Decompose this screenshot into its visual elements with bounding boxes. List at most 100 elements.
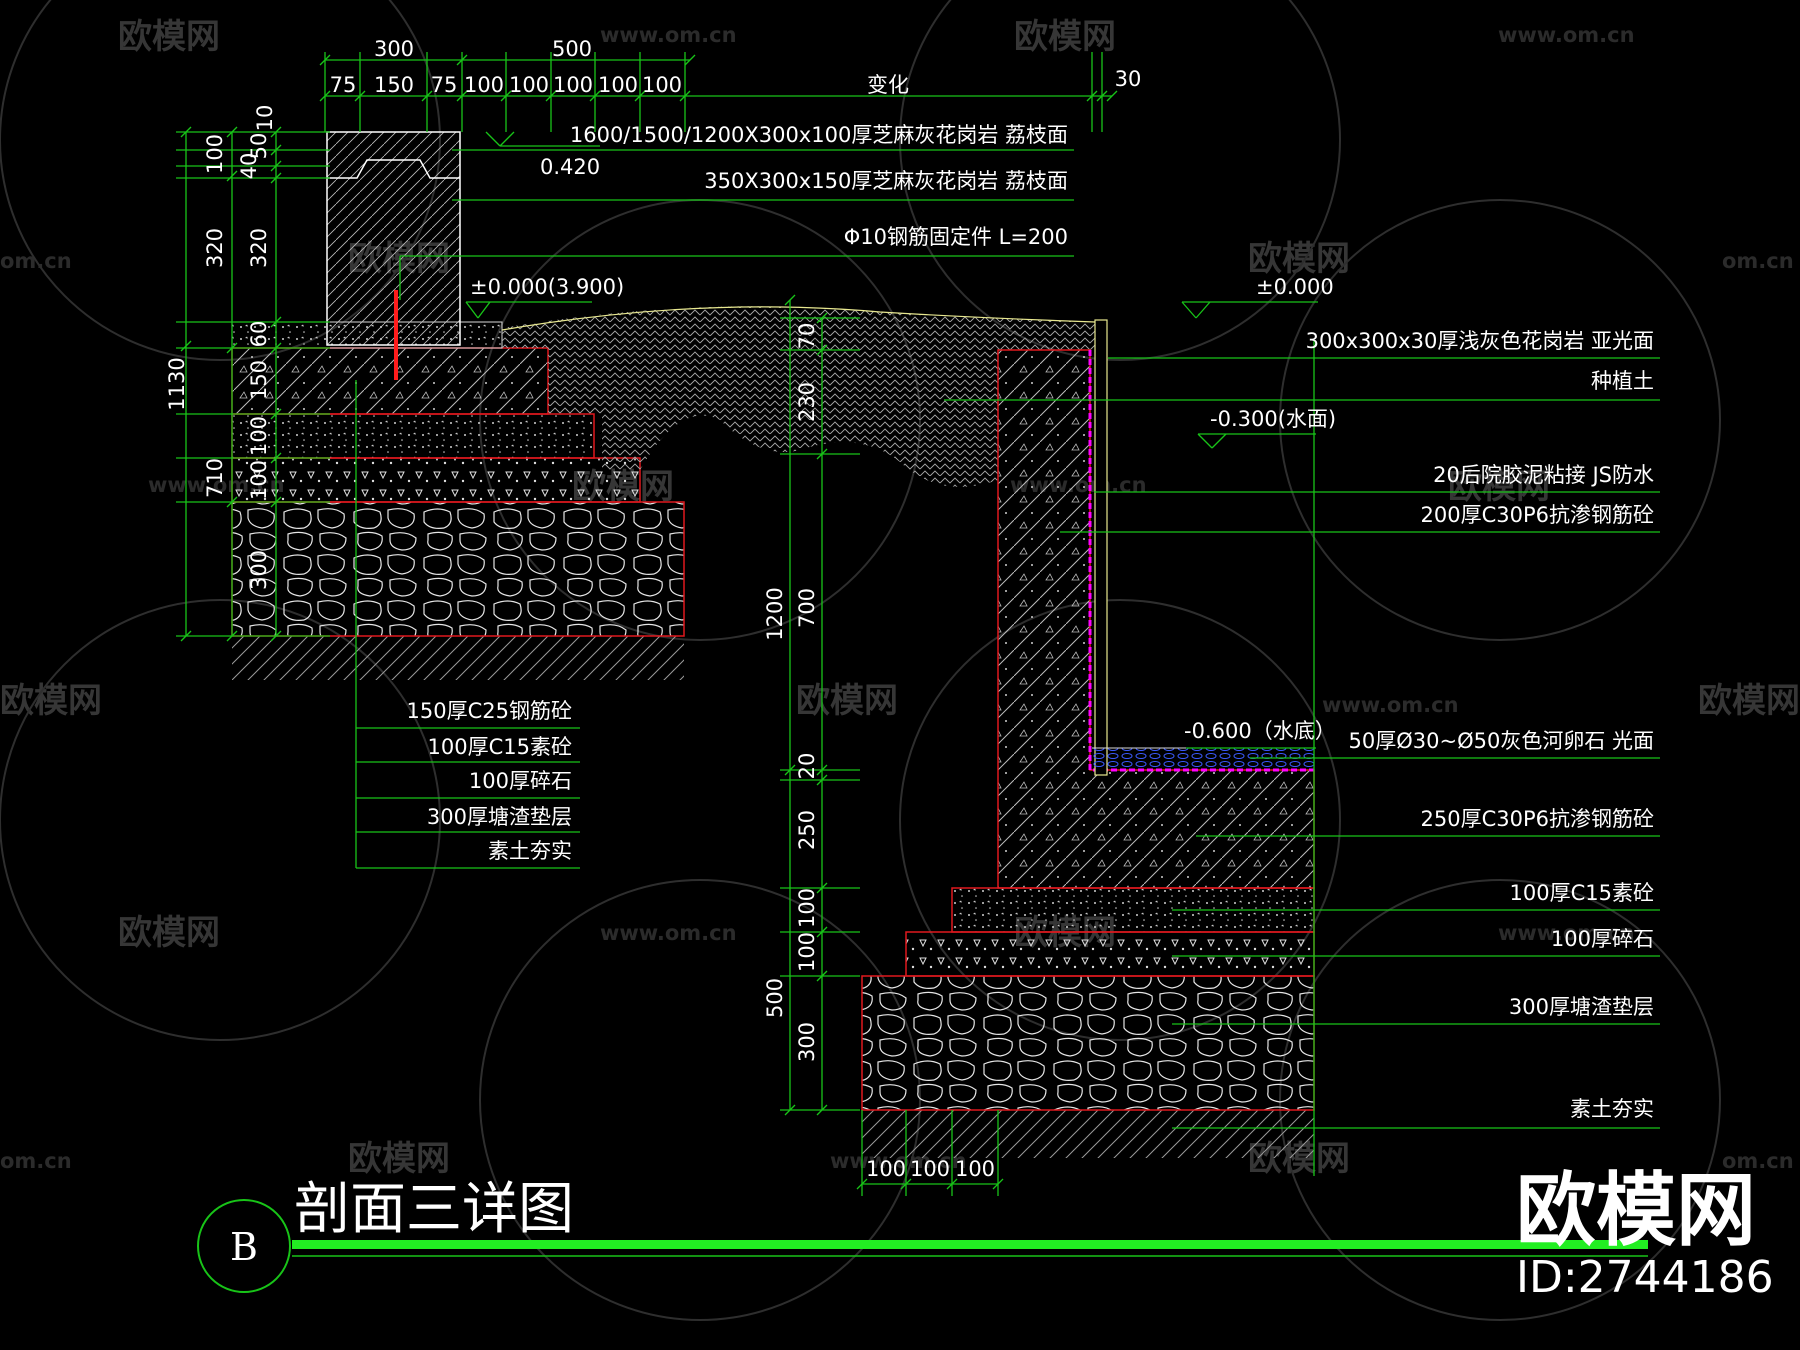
- dim-top-10: 10: [253, 105, 277, 132]
- brand-id: ID:2744186: [1516, 1252, 1774, 1303]
- watermark-7: om.cn: [1722, 249, 1794, 273]
- dim-top-30: 30: [1115, 67, 1142, 91]
- dimension-tick: [684, 54, 696, 66]
- watermark-23: om.cn: [1722, 1149, 1794, 1173]
- watermark-2: 欧模网: [1014, 17, 1116, 57]
- callout-c25: 150厚C25钢筋砼: [407, 699, 572, 723]
- dim-top-100d: 100: [598, 73, 638, 97]
- dim-top-150: 150: [374, 73, 414, 97]
- callout-c15-right: 100厚C15素砼: [1510, 881, 1654, 905]
- dim-top-100b: 100: [509, 73, 549, 97]
- dim-mid-500: 500: [763, 978, 787, 1018]
- dim-variable: 变化: [867, 73, 909, 97]
- elevation-marker: [465, 301, 479, 319]
- dim-inner-320: 320: [247, 228, 271, 268]
- dim-inner-100b: 100: [247, 460, 271, 500]
- section-mark: B: [230, 1225, 258, 1269]
- page-title: 剖面三详图: [294, 1177, 574, 1242]
- elevation-marker: [477, 301, 491, 319]
- dimension-tick: [226, 170, 238, 182]
- watermark-11: 欧模网: [1448, 467, 1550, 507]
- dim-mid-250: 250: [795, 810, 819, 850]
- dim-left-100: 100: [203, 134, 227, 174]
- callout-c30-slab: 250厚C30P6抗渗钢筋砼: [1421, 807, 1655, 831]
- dim-mid-230: 230: [795, 382, 819, 422]
- watermark-19: www.om.cn: [1498, 921, 1635, 945]
- watermark-5: 欧模网: [1248, 239, 1350, 279]
- dim-top-500: 500: [552, 37, 592, 61]
- dim-top-100a: 100: [464, 73, 504, 97]
- dim-bottom-100b: 100: [910, 1157, 950, 1181]
- watermark-3: www.om.cn: [1498, 23, 1635, 47]
- watermark-17: www.om.cn: [600, 921, 737, 945]
- elevation-labels: 0.420 ±0.000(3.900) ±0.000 -0.300(水面) -0…: [470, 155, 1336, 743]
- callout-ballast-left: 300厚塘渣垫层: [427, 805, 572, 829]
- callout-gravel-left: 100厚碎石: [469, 769, 572, 793]
- top-dimensions: 300 500 75 150 75 100 100 100 100 100 变化…: [253, 37, 1141, 131]
- elevation-marker: [485, 131, 501, 147]
- dim-inner-60: 60: [247, 321, 271, 348]
- watermark-0: 欧模网: [118, 17, 220, 57]
- watermark-1: www.om.cn: [600, 23, 737, 47]
- callout-granite-block: 350X300x150厚芝麻灰花岗岩 荔枝面: [704, 169, 1068, 193]
- callout-soil-right: 素土夯实: [1570, 1097, 1654, 1121]
- watermark-ring-3: [1279, 199, 1721, 641]
- title-block: B 剖面三详图: [197, 1177, 1648, 1293]
- planting-soil: [501, 306, 1096, 487]
- callout-planting-soil: 种植土: [1591, 369, 1654, 393]
- elev-water-surface: -0.300(水面): [1210, 407, 1336, 431]
- dim-inner-40: 40: [237, 153, 261, 180]
- left-callouts: 150厚C25钢筋砼 100厚C15素砼 100厚碎石 300厚塘渣垫层 素土夯…: [407, 699, 572, 863]
- elevation-marker: [1181, 301, 1197, 319]
- dim-inner-150: 150: [247, 360, 271, 400]
- dim-inner-100a: 100: [247, 416, 271, 456]
- dimension-lines: [176, 52, 1660, 1196]
- elev-coping-level: ±0.000(3.900): [470, 275, 624, 299]
- title-underline-bar: [292, 1240, 1648, 1249]
- dim-mid-100a: 100: [795, 888, 819, 928]
- elev-right-level: ±0.000: [1256, 275, 1334, 299]
- callout-rebar-fixing: Φ10钢筋固定件 L=200: [844, 225, 1068, 249]
- dim-left-320: 320: [203, 228, 227, 268]
- callout-c30-wall: 200厚C30P6抗渗钢筋砼: [1421, 503, 1655, 527]
- elevation-marker: [1195, 301, 1211, 319]
- left-dimensions: 100 320 1130 710 50 40 320 60 150 100 10…: [165, 133, 271, 590]
- brand-mark: 欧模网 ID:2744186: [1516, 1164, 1774, 1303]
- left-curb-section: [231, 131, 685, 680]
- dim-top-75a: 75: [330, 73, 357, 97]
- callout-c15-left: 100厚C15素砼: [428, 735, 572, 759]
- dimension-tick: [180, 340, 192, 352]
- pool-wall-section: [861, 319, 1315, 1158]
- dim-inner-50: 50: [247, 133, 271, 160]
- watermark-22: om.cn: [0, 1149, 72, 1173]
- watermark-ring-1: [899, 0, 1341, 361]
- dim-mid-700: 700: [795, 588, 819, 628]
- elev-cap-top: 0.420: [540, 155, 600, 179]
- dim-mid-100b: 100: [795, 932, 819, 972]
- watermark-13: 欧模网: [796, 681, 898, 721]
- dim-top-100e: 100: [642, 73, 682, 97]
- callout-paving-granite: 300x300x30厚浅灰色花岗岩 亚光面: [1306, 329, 1654, 353]
- brand-logo-text: 欧模网: [1516, 1164, 1756, 1257]
- middle-dimensions: 70 230 1200 700 20 250 500 100 100 300: [763, 323, 819, 1062]
- watermark-ring-4: [0, 599, 441, 1041]
- watermark-15: 欧模网: [1698, 681, 1800, 721]
- dim-mid-70: 70: [795, 323, 819, 350]
- elevation-marker: [1197, 433, 1213, 449]
- dim-mid-300: 300: [795, 1022, 819, 1062]
- callout-gravel-right: 100厚碎石: [1551, 927, 1654, 951]
- dim-inner-300: 300: [247, 550, 271, 590]
- right-callouts: 300x300x30厚浅灰色花岗岩 亚光面 种植土 20后院胶泥粘接 JS防水 …: [1306, 329, 1654, 1121]
- dim-mid-1200: 1200: [763, 587, 787, 640]
- elevation-marker: [499, 131, 515, 147]
- elev-water-bottom: -0.600（水底）: [1184, 719, 1336, 743]
- callout-pebbles: 50厚Ø30~Ø50灰色河卵石 光面: [1349, 729, 1655, 753]
- top-callouts: 1600/1500/1200X300x100厚芝麻灰花岗岩 荔枝面 350X30…: [570, 123, 1068, 249]
- dim-left-1130: 1130: [165, 357, 189, 410]
- dim-top-300: 300: [374, 37, 414, 61]
- watermark-14: www.om.cn: [1322, 693, 1459, 717]
- elevation-marker: [1211, 433, 1227, 449]
- dim-top-75b: 75: [431, 73, 458, 97]
- watermark-ring-6: [479, 879, 921, 1321]
